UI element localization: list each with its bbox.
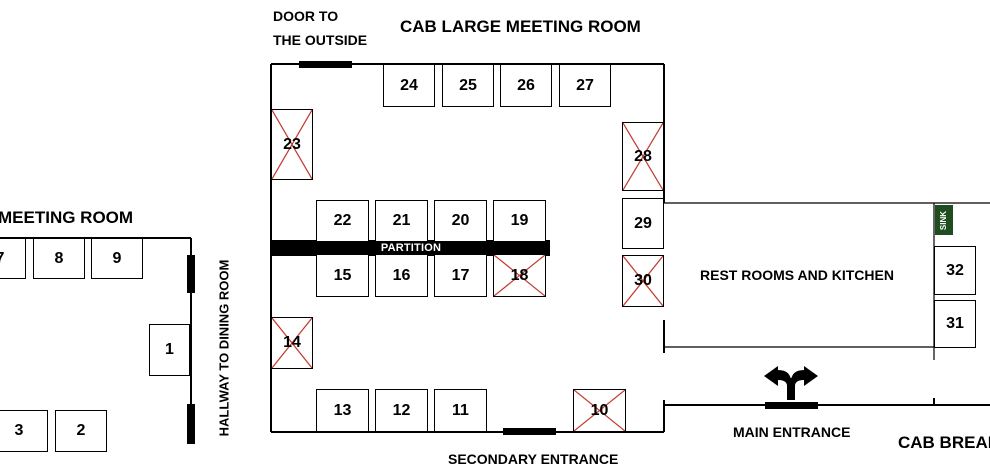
small-room-title: MEETING ROOM [0,208,134,227]
booth-31[interactable]: 31 [934,300,976,348]
booth-26[interactable]: 26 [500,64,552,107]
booth-3[interactable]: 3 [0,410,48,452]
main-entrance-label: MAIN ENTRANCE [733,424,851,440]
door-to-outside[interactable] [299,61,352,68]
booth-18[interactable]: 18 [493,254,546,297]
booth-8[interactable]: 8 [33,238,85,279]
main-entrance-arrow-icon [764,366,818,400]
door-outside-label-line2: THE OUTSIDE [273,32,368,48]
secondary-entrance-door[interactable] [503,428,556,435]
booth-25[interactable]: 25 [442,64,494,107]
booth-12[interactable]: 12 [375,389,428,432]
booth-9[interactable]: 9 [91,238,143,279]
booth-17[interactable]: 17 [434,254,487,297]
hallway-door-upper[interactable] [187,255,195,293]
corridor-walls [664,398,990,406]
large-room-title: CAB LARGE MEETING ROOM [400,17,641,36]
booth-2[interactable]: 2 [55,410,107,452]
booth-11[interactable]: 11 [434,389,487,432]
booth-28[interactable]: 28 [622,122,664,191]
booth-24[interactable]: 24 [383,64,435,107]
sink: SINK [935,205,953,235]
hallway-door-lower[interactable] [187,404,195,444]
booth-10[interactable]: 10 [573,389,626,432]
booth-15[interactable]: 15 [316,254,369,297]
partition: PARTITION [272,240,550,256]
booth-32[interactable]: 32 [934,246,976,295]
booth-16[interactable]: 16 [375,254,428,297]
booth-29[interactable]: 29 [622,198,664,249]
booth-1[interactable]: 1 [149,324,190,376]
booth-13[interactable]: 13 [316,389,369,432]
booth-27[interactable]: 27 [559,64,611,107]
secondary-entrance-label: SECONDARY ENTRANCE [448,451,619,467]
booth-30[interactable]: 30 [622,255,664,307]
booth-22[interactable]: 22 [316,200,369,242]
door-outside-label-line1: DOOR TO [273,8,339,24]
hallway-label: HALLWAY TO DINING ROOM [216,259,232,437]
booth-23[interactable]: 23 [271,109,313,180]
main-entrance-door[interactable] [765,402,818,409]
booth-20[interactable]: 20 [434,200,487,242]
break-room-label: CAB BREAK [898,433,990,452]
booth-19[interactable]: 19 [493,200,546,242]
booth-21[interactable]: 21 [375,200,428,242]
booth-14[interactable]: 14 [271,317,313,369]
booth-7[interactable]: 7 [0,238,26,279]
restrooms-kitchen-label: REST ROOMS AND KITCHEN [700,267,894,283]
